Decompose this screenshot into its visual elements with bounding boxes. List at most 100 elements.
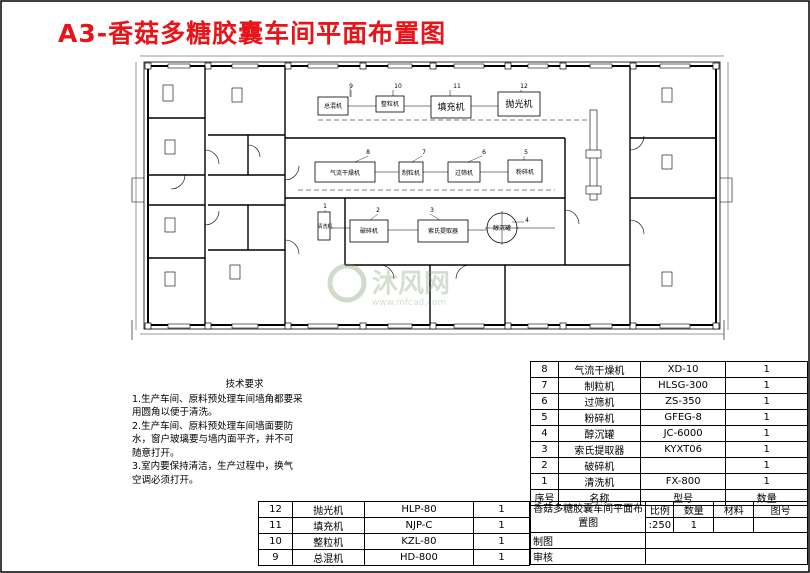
checked-label: 审核 — [529, 548, 647, 565]
equipment-row-1 — [317, 91, 541, 119]
label-qingxi: 清洗机 — [317, 223, 332, 230]
tech-line: 随意打开。 — [132, 447, 180, 459]
cell-model: KZL-80 — [363, 533, 475, 550]
cell-qty: 1 — [725, 425, 808, 442]
watermark-brand: 沐风网 — [372, 269, 450, 299]
material-label: 材料 — [713, 501, 755, 518]
column-grid — [144, 62, 720, 330]
label-chuchen: 醇沉罐 — [493, 224, 511, 232]
cell-name: 制粒机 — [557, 377, 641, 394]
marker-3: 3 — [430, 207, 434, 214]
cell-qty: 1 — [473, 501, 530, 518]
cell-name: 整粒机 — [291, 533, 365, 550]
label-suoshi: 索氏提取器 — [428, 227, 458, 235]
cell-model: JC-6000 — [639, 425, 727, 442]
marker-1: 1 — [323, 203, 327, 210]
equipment-row-3 — [317, 211, 518, 244]
drawn-label: 制图 — [529, 532, 647, 549]
label-zhili: 制粒机 — [402, 169, 420, 177]
cell-qty: 1 — [725, 473, 808, 490]
cell-model: XD-10 — [639, 361, 727, 378]
marker-8: 8 — [366, 149, 370, 156]
cell-model: FX-800 — [639, 473, 727, 490]
cell-no: 4 — [530, 425, 559, 442]
cell-no: 6 — [530, 393, 559, 410]
cell-qty: 1 — [473, 533, 530, 550]
marker-4: 4 — [525, 217, 529, 224]
cell-name: 总混机 — [291, 549, 365, 566]
cell-qty: 1 — [725, 409, 808, 426]
cell-no: 8 — [530, 361, 559, 378]
cell-qty: 1 — [473, 549, 530, 566]
cell-no: 5 — [530, 409, 559, 426]
cell-name: 气流干燥机 — [557, 361, 641, 378]
tech-line: 水，窗户玻璃要与墙内面平齐，并不可 — [132, 434, 294, 445]
cell-no: 1 — [530, 473, 559, 490]
cell-no: 2 — [530, 457, 559, 474]
interior-walls — [148, 66, 716, 325]
qty-label: 数量 — [673, 501, 715, 518]
drawing-no-value — [753, 517, 808, 533]
cell-model — [639, 457, 727, 474]
label-zongji: 总混机 — [324, 102, 342, 110]
tech-line: 用圆角以便于清洗。 — [132, 407, 218, 418]
marker-12: 12 — [520, 83, 528, 90]
drawing-title: A3-香菇多糖胶囊车间平面布置图 — [58, 19, 447, 48]
cell-name: 填充机 — [291, 517, 365, 534]
tech-heading: 技术要求 — [225, 379, 264, 390]
marker-11: 11 — [453, 83, 461, 90]
title-block-row: 香菇多糖胶囊车间平面布置图 比例 数量 材料 图号 — [529, 501, 808, 533]
label-posui: 破碎机 — [360, 227, 378, 235]
cell-name: 索氏提取器 — [557, 441, 641, 458]
label-tianchong: 填充机 — [437, 101, 464, 113]
technical-requirements: 技术要求 1.生产车间、原料预处理车间墙角都要采 用圆角以便于清洗。 2.生产车… — [132, 378, 357, 487]
cell-name: 清洗机 — [557, 473, 641, 490]
label-qiliu: 气流干燥机 — [330, 169, 360, 177]
label-guoshai: 过筛机 — [455, 169, 473, 177]
cell-no: 11 — [258, 517, 293, 534]
cell-model: GFEG-8 — [639, 409, 727, 426]
cell-model: NJP-C — [363, 517, 475, 534]
cell-model: HD-800 — [363, 549, 475, 566]
cell-name: 粉碎机 — [557, 409, 641, 426]
doors — [170, 135, 645, 280]
cell-name: 过筛机 — [557, 393, 641, 410]
cell-qty: 1 — [473, 517, 530, 534]
checked-value — [645, 548, 808, 565]
cell-model: HLSG-300 — [639, 377, 727, 394]
marker-2: 2 — [376, 207, 380, 214]
tech-line: 2.生产车间、原料预处理车间墙面要防 — [132, 420, 294, 432]
drawing-no-label: 图号 — [753, 501, 808, 518]
cell-no: 9 — [258, 549, 293, 566]
marker-6: 6 — [482, 149, 486, 156]
cell-name: 醇沉罐 — [557, 425, 641, 442]
cell-no: 10 — [258, 533, 293, 550]
tech-line: 空调必须打开。 — [132, 474, 199, 486]
cell-name: 破碎机 — [557, 457, 641, 474]
watermark: 沐风网 www.mfcad.com — [327, 263, 450, 308]
tech-line: 1.生产车间、原料预处理车间墙角都要采 — [132, 393, 303, 405]
material-value — [713, 517, 755, 533]
cell-model: HLP-80 — [363, 501, 475, 518]
tech-line: 3.室内要保持清洁，生产过程中，换气 — [132, 461, 294, 472]
cell-model: ZS-350 — [639, 393, 727, 410]
cell-qty: 1 — [725, 377, 808, 394]
label-fensui: 粉碎机 — [516, 168, 534, 176]
cell-model: KYXT06 — [639, 441, 727, 458]
cell-qty: 1 — [725, 361, 808, 378]
qty-value: 1 — [673, 517, 715, 533]
marker-7: 7 — [422, 149, 426, 156]
marker-10: 10 — [394, 83, 402, 90]
